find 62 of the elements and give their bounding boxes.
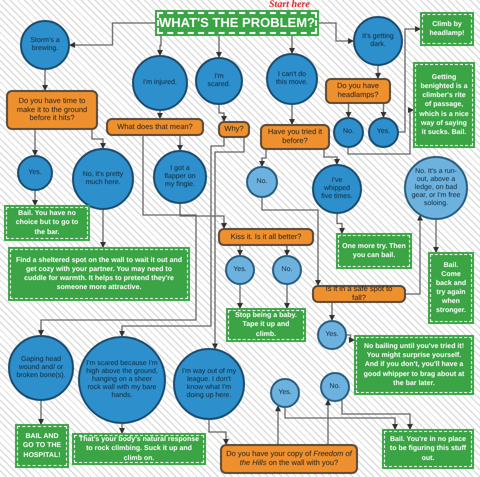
connector-arrow <box>218 105 227 122</box>
connector-arrow <box>237 285 243 309</box>
outcome-box <box>4 205 90 241</box>
connector-arrow <box>380 104 386 118</box>
question-box <box>220 444 358 474</box>
connector-arrow <box>399 26 421 133</box>
outcome-box <box>413 62 475 148</box>
connector-arrow <box>91 130 106 149</box>
connector-arrow <box>259 150 267 167</box>
outcome-box <box>382 429 474 469</box>
connector-arrow <box>38 136 197 336</box>
connector-arrow <box>375 66 381 79</box>
connector-arrow <box>208 420 229 445</box>
connector-arrow <box>157 36 163 56</box>
connector-arrow <box>157 111 163 119</box>
connector-arrow <box>32 191 38 206</box>
outcome-box <box>420 12 474 46</box>
connector-arrow <box>346 104 352 118</box>
question-box <box>218 121 250 138</box>
connector-arrow <box>284 246 290 256</box>
connector-arrow <box>323 150 340 165</box>
connector-arrow <box>341 400 413 430</box>
connector-arrow <box>336 214 345 234</box>
connector-arrow <box>289 36 295 54</box>
outcome-box <box>72 433 206 465</box>
connector-arrow <box>69 22 155 48</box>
connector-arrow <box>347 334 355 343</box>
connector-arrow <box>433 220 439 253</box>
outcome-box <box>8 247 190 301</box>
connector-arrow <box>216 36 222 58</box>
connector-arrow <box>100 210 106 248</box>
connector-arrow <box>261 198 321 286</box>
connector-arrow <box>237 246 243 256</box>
outcome-box <box>15 424 69 468</box>
connector-arrow <box>179 204 227 229</box>
outcome-box <box>336 233 412 269</box>
outcome-box <box>354 335 474 395</box>
question-box <box>6 90 98 130</box>
connector-arrow <box>42 70 48 91</box>
connector-arrow <box>319 22 354 44</box>
outcome-box <box>428 252 474 324</box>
question-box <box>106 118 204 136</box>
connector-arrow <box>406 214 423 295</box>
question-box <box>312 285 406 303</box>
question-box <box>325 78 391 104</box>
start-note: Start here <box>269 0 310 10</box>
connector-arrow <box>347 107 414 155</box>
connector-arrow <box>289 105 295 125</box>
question-box <box>218 228 314 246</box>
title-box <box>155 10 319 36</box>
title-text: WHAT'S THE PROBLEM? <box>159 14 315 32</box>
connector-arrow <box>32 130 38 156</box>
connector-arrow <box>284 285 290 309</box>
connector-arrow <box>284 408 398 430</box>
connector-arrow <box>212 138 245 350</box>
question-box <box>260 124 330 150</box>
connector-arrow <box>329 303 335 321</box>
connector-arrow <box>38 401 44 425</box>
connector-arrow <box>119 424 125 434</box>
connector-arrow <box>119 138 225 337</box>
connector-arrow <box>177 136 183 151</box>
outcome-box <box>226 308 306 342</box>
